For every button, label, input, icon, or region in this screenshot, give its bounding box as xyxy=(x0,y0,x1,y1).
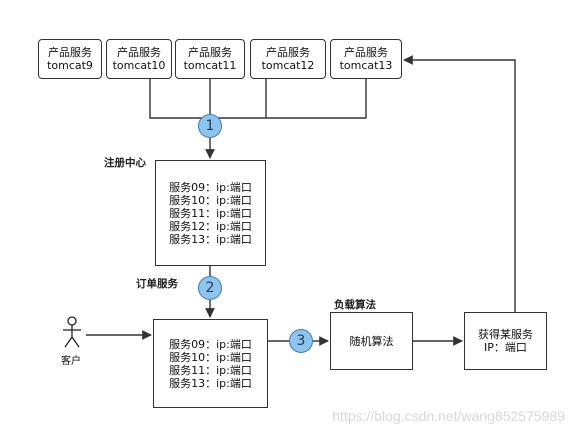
random-algorithm-text: 随机算法 xyxy=(349,334,394,348)
order-entry: 服务10：ip:端口 xyxy=(169,350,252,364)
watermark: https://blog.csdn.net/wang852575989 xyxy=(332,408,565,424)
step-badge-3: 3 xyxy=(289,329,313,353)
product-service-title: 产品服务 xyxy=(117,46,161,59)
registry-entry: 服务10：ip:端口 xyxy=(169,193,252,207)
result-line2: IP：端口 xyxy=(484,341,527,354)
customer-label: 客户 xyxy=(61,356,81,367)
product-service-tomcat13: 产品服务 tomcat13 xyxy=(330,39,402,79)
order-entry: 服务11：ip:端口 xyxy=(169,363,252,377)
step-badge-2: 2 xyxy=(198,276,222,300)
product-service-title: 产品服务 xyxy=(344,46,388,59)
result-box: 获得某服务 IP：端口 xyxy=(464,312,547,370)
product-service-name: tomcat9 xyxy=(47,59,93,72)
product-service-name: tomcat12 xyxy=(261,59,315,72)
product-service-tomcat10: 产品服务 tomcat10 xyxy=(106,39,172,79)
product-service-title: 产品服务 xyxy=(266,46,310,59)
registry-entry: 服务12：ip:端口 xyxy=(169,219,252,233)
load-balance-label: 负载算法 xyxy=(334,299,376,311)
registry-entry: 服务13：ip:端口 xyxy=(169,232,252,246)
product-service-title: 产品服务 xyxy=(188,46,232,59)
product-service-name: tomcat11 xyxy=(183,59,237,72)
product-service-name: tomcat10 xyxy=(112,59,166,72)
random-algorithm-box: 随机算法 xyxy=(330,312,413,370)
order-entry: 服务13：ip:端口 xyxy=(169,376,252,390)
arrow-result-to-tomcat xyxy=(403,55,516,312)
order-service-box: 服务09：ip:端口 服务10：ip:端口 服务11：ip:端口 服务13：ip… xyxy=(153,319,268,408)
connector-line xyxy=(149,79,367,119)
product-service-tomcat12: 产品服务 tomcat12 xyxy=(250,39,326,79)
customer-person-icon xyxy=(63,316,81,348)
product-service-tomcat11: 产品服务 tomcat11 xyxy=(175,39,245,79)
registry-entry: 服务11：ip:端口 xyxy=(169,206,252,220)
step-badge-1: 1 xyxy=(198,114,222,138)
result-line1: 获得某服务 xyxy=(478,328,533,341)
order-service-label: 订单服务 xyxy=(136,278,178,290)
product-service-title: 产品服务 xyxy=(48,46,92,59)
registry-label: 注册中心 xyxy=(104,157,146,169)
registry-entry: 服务09：ip:端口 xyxy=(169,180,252,194)
registry-box: 服务09：ip:端口 服务10：ip:端口 服务11：ip:端口 服务12：ip… xyxy=(155,160,266,266)
product-service-tomcat9: 产品服务 tomcat9 xyxy=(38,39,102,79)
order-entry: 服务09：ip:端口 xyxy=(169,337,252,351)
product-service-name: tomcat13 xyxy=(339,59,393,72)
